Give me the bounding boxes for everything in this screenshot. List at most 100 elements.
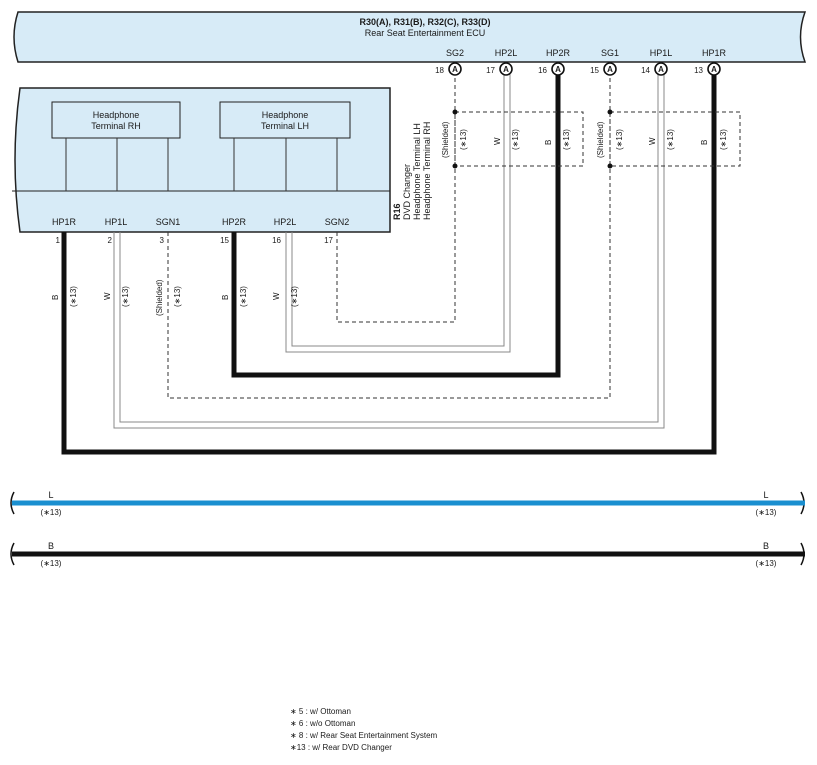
changer-line: DVD Changer xyxy=(402,164,412,220)
changer-pin-number: 3 xyxy=(160,236,165,245)
wire-label: (∗13) xyxy=(290,286,299,307)
wire-label: (∗13) xyxy=(562,129,571,150)
shield-node xyxy=(607,163,613,169)
wire-label: W xyxy=(648,137,657,145)
wire-label: W xyxy=(103,292,112,300)
connector-letter: A xyxy=(711,65,717,74)
bus-b: B (∗13) B (∗13) xyxy=(10,541,805,568)
connector-letter: A xyxy=(452,65,458,74)
legend-item: ∗13 : w/ Rear DVD Changer xyxy=(290,743,392,752)
ecu-connectors: A A A A A A xyxy=(448,62,721,76)
connector-a-icon xyxy=(707,62,721,76)
wire-sgn1-shield xyxy=(167,72,611,399)
shield-node xyxy=(452,109,458,115)
wire-label: (∗13) xyxy=(666,129,675,150)
changer-line: Headphone Terminal RH xyxy=(422,122,432,220)
bus-label: B xyxy=(48,541,54,551)
bus-note: (∗13) xyxy=(41,559,62,568)
ecu-pin-number: 13 xyxy=(694,66,703,75)
connector-a-icon xyxy=(551,62,565,76)
changer-pin-name: HP1L xyxy=(105,217,128,227)
legend-item: ∗ 5 : w/ Ottoman xyxy=(290,707,351,716)
changer-pin-number: 17 xyxy=(324,236,333,245)
wire-label: B xyxy=(700,140,709,145)
legend-item: ∗ 6 : w/o Ottoman xyxy=(290,719,355,728)
wire-label: (∗13) xyxy=(719,129,728,150)
changer-pin-name: HP1R xyxy=(52,217,77,227)
wire-label: B xyxy=(221,295,230,300)
wire-label: (∗13) xyxy=(69,286,78,307)
ecu-pin-number: 14 xyxy=(641,66,650,75)
lower-wire-labels: B (∗13) W (∗13) (Shielded) (∗13) B (∗13)… xyxy=(51,279,299,316)
bus-l: L (∗13) L (∗13) xyxy=(10,490,805,517)
bus-note: (∗13) xyxy=(756,559,777,568)
wire-hp2r xyxy=(231,72,561,378)
changer-code: R16 xyxy=(392,203,402,220)
bus-label: B xyxy=(763,541,769,551)
ecu-pin-number: 17 xyxy=(486,66,495,75)
terminal-rh-label: Headphone xyxy=(93,110,140,120)
ecu-pin-number: 15 xyxy=(590,66,599,75)
connector-a-icon xyxy=(499,62,513,76)
wire-label: (∗13) xyxy=(173,286,182,307)
wire-label: (∗13) xyxy=(615,129,624,150)
ecu-code: R30(A), R31(B), R32(C), R33(D) xyxy=(359,17,490,27)
shield-node xyxy=(607,109,613,115)
ecu-pin-name: HP2R xyxy=(546,48,571,58)
bus-note: (∗13) xyxy=(41,508,62,517)
changer-caption: R16 DVD Changer Headphone Terminal LH He… xyxy=(392,122,432,220)
shield-group-2 xyxy=(454,111,584,167)
wire-label: (∗13) xyxy=(459,129,468,150)
connector-a-icon xyxy=(654,62,668,76)
wire-label: W xyxy=(493,137,502,145)
headphone-terminal-rh xyxy=(51,101,181,139)
wire-hp2l xyxy=(285,72,511,353)
ecu-pin-name: SG2 xyxy=(446,48,464,58)
changer-pin-name: SGN1 xyxy=(156,217,181,227)
upper-wire-labels: (Shielded) (∗13) W (∗13) B (∗13) (Shield… xyxy=(441,121,728,158)
changer-pin-number: 15 xyxy=(220,236,229,245)
wire-label: (∗13) xyxy=(239,286,248,307)
terminal-lh-label: Terminal LH xyxy=(261,121,309,131)
wire-hp2l-inner xyxy=(291,72,505,347)
connector-letter: A xyxy=(658,65,664,74)
terminal-rh-label: Terminal RH xyxy=(91,121,141,131)
ecu-pin-number: 18 xyxy=(435,66,444,75)
wire-hp1r xyxy=(61,72,717,455)
ecu-pin-name: HP1R xyxy=(702,48,727,58)
changer-pin-number: 1 xyxy=(56,236,61,245)
connector-letter: A xyxy=(555,65,561,74)
bus-label: L xyxy=(48,490,53,500)
changer-line: Headphone Terminal LH xyxy=(412,123,422,220)
bus-label: L xyxy=(763,490,768,500)
wire-label: (∗13) xyxy=(511,129,520,150)
ecu-pin-number: 16 xyxy=(538,66,547,75)
ecu-name: Rear Seat Entertainment ECU xyxy=(365,28,486,38)
changer-pin-name: SGN2 xyxy=(325,217,350,227)
ecu-pin-name: SG1 xyxy=(601,48,619,58)
terminal-lh-label: Headphone xyxy=(262,110,309,120)
wire-label: (∗13) xyxy=(121,286,130,307)
wire-label: W xyxy=(272,292,281,300)
ecu-pin-name: HP1L xyxy=(650,48,673,58)
shield-group-1 xyxy=(609,111,741,167)
internal-leads xyxy=(65,138,338,191)
changer-pin-name: HP2L xyxy=(274,217,297,227)
connector-letter: A xyxy=(607,65,613,74)
ecu-box xyxy=(13,11,807,63)
changer-pin-number: 2 xyxy=(108,236,113,245)
bus-note: (∗13) xyxy=(756,508,777,517)
wire-sgn2-shield xyxy=(336,72,456,323)
wire-hp1l xyxy=(113,72,665,429)
wire-label: B xyxy=(51,295,60,300)
wire-label: (Shielded) xyxy=(155,279,164,316)
shield-node xyxy=(452,163,458,169)
connector-letter: A xyxy=(503,65,509,74)
wire-label: B xyxy=(544,140,553,145)
legend-item: ∗ 8 : w/ Rear Seat Entertainment System xyxy=(290,731,438,740)
ecu-pin-name: HP2L xyxy=(495,48,518,58)
connector-a-icon xyxy=(448,62,462,76)
changer-pin-number: 16 xyxy=(272,236,281,245)
headphone-terminal-lh xyxy=(219,101,351,139)
